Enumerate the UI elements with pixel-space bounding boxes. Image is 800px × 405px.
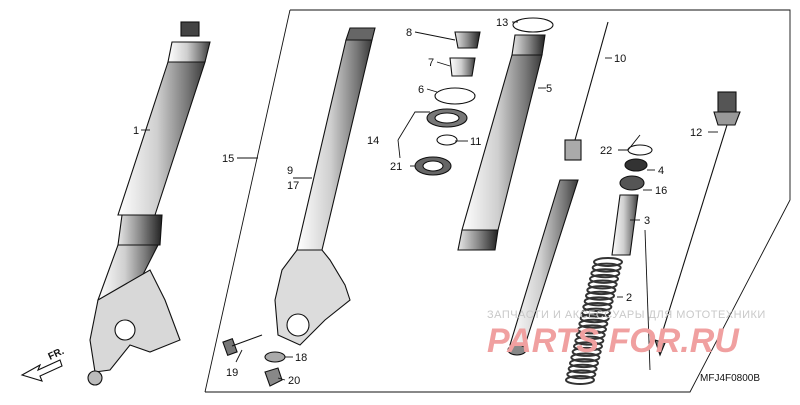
label-22: 22: [600, 145, 612, 157]
label-13: 13: [496, 17, 508, 29]
label-2: 2: [626, 292, 632, 304]
label-9: 9: [287, 165, 293, 177]
label-7: 7: [428, 57, 434, 69]
spring-seat-parts: [611, 144, 653, 256]
fork-assembly-left: [87, 21, 211, 386]
washer-18: [264, 351, 286, 363]
spring-coil: [575, 330, 606, 341]
label-1: 1: [133, 125, 139, 137]
spring-coil: [570, 352, 601, 363]
label-16: 16: [655, 185, 667, 197]
front-label: FR.: [47, 346, 66, 363]
fork-slider-inner: [274, 27, 376, 346]
spring-coil: [571, 346, 602, 357]
label-5: 5: [546, 83, 552, 95]
spring-coil: [581, 307, 611, 318]
label-17: 17: [287, 180, 299, 192]
label-19: 19: [226, 367, 238, 379]
watermark-brand: PARTS FOR.RU: [487, 322, 740, 360]
diagram-code: MFJ4F0800B: [700, 373, 760, 384]
bolt-19: [222, 334, 263, 356]
spring-coil: [582, 301, 613, 312]
leader-lines: [141, 21, 718, 381]
spring-coil: [569, 358, 599, 369]
label-21: 21: [390, 161, 402, 173]
label-6: 6: [418, 84, 424, 96]
label-3: 3: [644, 215, 650, 227]
spring-2: [565, 257, 623, 385]
spring-coil: [591, 262, 622, 273]
seal-stack: [414, 31, 481, 176]
spring-coil: [579, 313, 610, 324]
label-10: 10: [614, 53, 626, 65]
spring-coil: [590, 268, 621, 279]
spring-coil: [585, 290, 615, 301]
spring-coil: [565, 375, 595, 385]
spring-coil: [577, 324, 607, 335]
watermark: ЗАПЧАСТИ И АКСЕССУАРЫ ДЛЯ МОТОТЕХНИКИ PA…: [487, 309, 766, 360]
label-14: 14: [367, 135, 379, 147]
spring-coil: [566, 369, 597, 380]
label-11: 11: [470, 136, 481, 148]
watermark-tagline: ЗАПЧАСТИ И АКСЕССУАРЫ ДЛЯ МОТОТЕХНИКИ: [487, 309, 766, 321]
spring-coil: [574, 335, 605, 346]
assembly-frame: [204, 9, 791, 393]
damper-rod-10: [507, 21, 609, 356]
spring-coil: [589, 273, 619, 284]
spring-coil: [573, 341, 603, 352]
spring-coil: [567, 363, 598, 374]
outer-tube-5: [457, 34, 546, 251]
label-18: 18: [295, 352, 307, 364]
circlip-13: [512, 17, 554, 33]
part-labels: 1 2 3 4 5 6 7 8 9 10 11 12 13 14 15 16 1…: [133, 17, 702, 387]
spring-coil: [587, 279, 618, 290]
spring-coil: [578, 318, 609, 329]
screw-20: [264, 367, 283, 387]
front-direction-indicator: FR.: [20, 346, 66, 382]
front-arrow-icon: [20, 359, 63, 382]
label-12: 12: [690, 127, 702, 139]
spring-coil: [583, 296, 614, 307]
label-4: 4: [658, 165, 664, 177]
label-8: 8: [406, 27, 412, 39]
label-15: 15: [222, 153, 234, 165]
spring-coil: [586, 285, 617, 296]
spring-coil: [593, 257, 623, 267]
label-20: 20: [288, 375, 300, 387]
adjuster-rod-12: [654, 91, 741, 357]
